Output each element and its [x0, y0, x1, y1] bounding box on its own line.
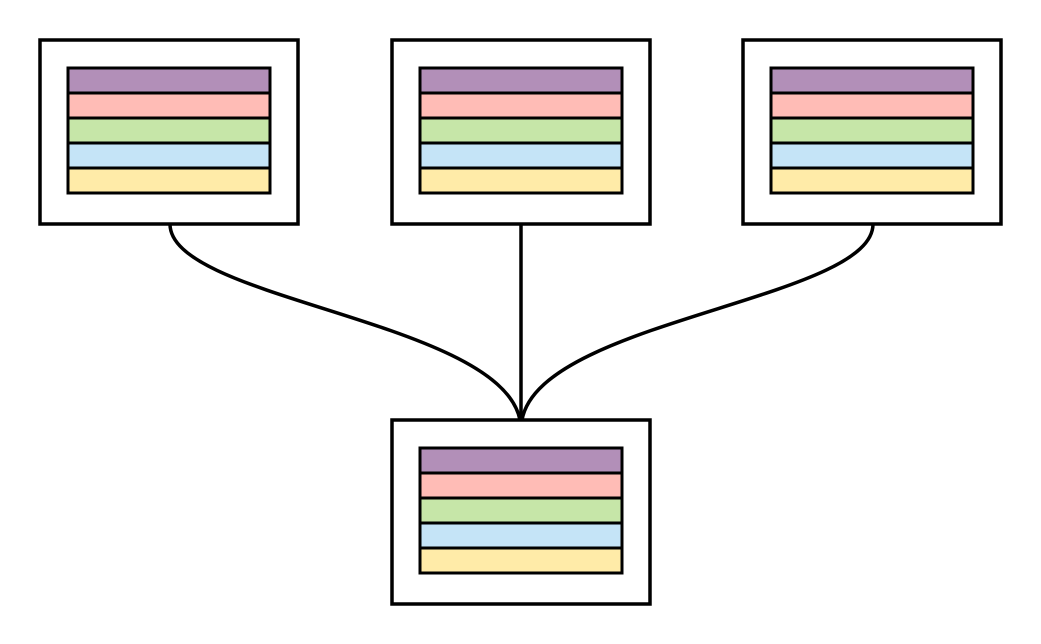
node-top-right-stripe-table [769, 66, 975, 195]
edge-node-top-right-to-node-bottom [520, 223, 875, 421]
node-top-left-stripe-1 [66, 66, 272, 95]
node-top-right-stripe-3 [769, 116, 975, 145]
diagram-nodes [38, 38, 1003, 606]
node-bottom [390, 418, 652, 606]
node-bottom-stripe-3 [418, 496, 624, 525]
node-top-center-stripe-2 [418, 91, 624, 120]
node-top-center-stripe-table [418, 66, 624, 195]
node-bottom-stripe-table [418, 446, 624, 575]
node-top-left [38, 38, 300, 226]
node-bottom-stripe-5 [418, 546, 624, 575]
node-top-left-stripe-3 [66, 116, 272, 145]
node-bottom-stripe-4 [418, 521, 624, 550]
node-top-right-stripe-2 [769, 91, 975, 120]
node-top-center [390, 38, 652, 226]
connector-lines [168, 223, 875, 421]
node-top-right-stripe-4 [769, 141, 975, 170]
node-top-center-stripe-3 [418, 116, 624, 145]
node-top-left-stripe-2 [66, 91, 272, 120]
node-top-center-stripe-1 [418, 66, 624, 95]
node-top-right [741, 38, 1003, 226]
node-top-right-stripe-1 [769, 66, 975, 95]
node-top-left-stripe-5 [66, 166, 272, 195]
node-top-left-stripe-4 [66, 141, 272, 170]
node-bottom-stripe-1 [418, 446, 624, 475]
edge-node-top-left-to-node-bottom [168, 223, 522, 421]
node-top-center-stripe-5 [418, 166, 624, 195]
node-top-left-stripe-table [66, 66, 272, 195]
node-top-right-stripe-5 [769, 166, 975, 195]
node-top-center-stripe-4 [418, 141, 624, 170]
node-bottom-stripe-2 [418, 471, 624, 500]
